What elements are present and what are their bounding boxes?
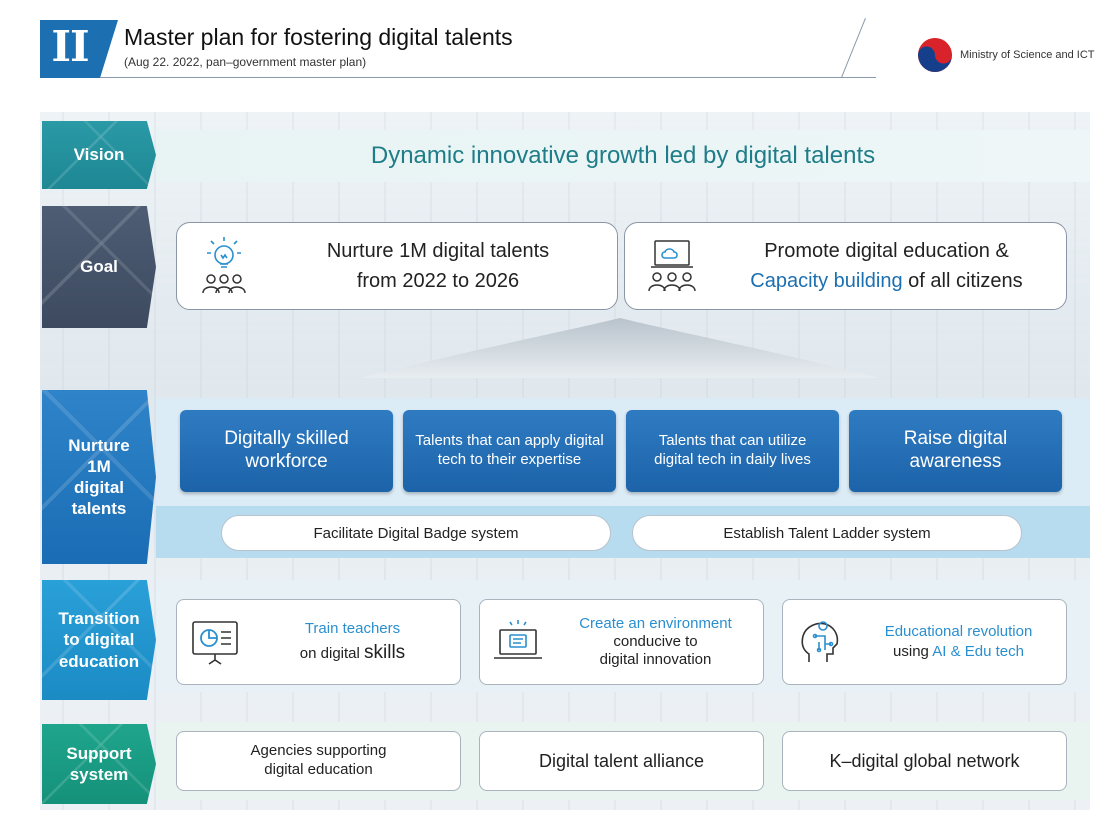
ai-brain-icon [801,621,839,662]
pill-digital-badge: Facilitate Digital Badge system [221,515,611,551]
label-support-text: Support system [66,743,132,784]
header-divider-slash [841,18,866,78]
label-nurture-text: Nurture 1M digital talents [68,435,130,519]
transition-card-environment: Create an environment conducive to digit… [479,599,764,685]
up-arrow-icon [360,318,880,378]
train-teachers-sub: on digital skills [245,642,460,665]
edutech-sub-text: using [893,643,933,660]
support-agencies-text: Agencies supporting digital education [250,742,387,778]
vision-statement: Dynamic innovative growth led by digital… [370,142,876,169]
goal-education-line2: Capacity building of all citizens [707,266,1066,296]
vision-bar: Dynamic innovative growth led by digital… [156,130,1090,182]
goal-card-education: Promote digital education & Capacity bui… [624,222,1067,310]
goal-education-highlight: Capacity building [750,270,903,292]
page-title: Master plan for fostering digital talent… [124,24,513,50]
environment-line3: digital innovation [599,651,712,668]
page-subtitle: (Aug 22. 2022, pan–government master pla… [124,55,367,69]
environment-title: Create an environment [579,615,732,632]
label-goal: Goal [42,206,156,328]
header-divider [100,77,876,78]
goal-education-line1: Promote digital education & [764,240,1009,262]
train-teachers-skills: skills [364,641,406,663]
ministry-name: Ministry of Science and ICT [960,49,1095,61]
label-nurture: Nurture 1M digital talents [42,390,156,564]
edutech-sub: using AI & Edu tech [851,643,1066,661]
environment-line2: conducive to [613,633,698,650]
support-card-network: K–digital global network [782,731,1067,791]
nurture-box-awareness-text: Raise digital awareness [903,428,1008,472]
nurture-box-daily-lives-text: Talents that can utilize digital tech in… [654,432,811,468]
nurture-box-workforce: Digitally skilled workforce [180,410,393,492]
edutech-ai: AI & Edu tech [932,643,1024,660]
section-number-badge: II [40,20,100,78]
edutech-title: Educational revolution [884,623,1033,640]
nurture-box-expertise-text: Talents that can apply digital tech to t… [415,432,604,468]
ministry-brand: Ministry of Science and ICT [918,38,1095,72]
transition-card-teachers: Train teachers on digital skills [176,599,461,685]
nurture-box-workforce-text: Digitally skilled workforce [224,428,349,472]
goal-card-talents: Nurture 1M digital talents from 2022 to … [176,222,618,310]
pill-digital-badge-text: Facilitate Digital Badge system [313,524,519,542]
ministry-logo-icon [918,38,952,72]
goal-talents-line1: Nurture 1M digital talents [326,240,550,262]
support-network-text: K–digital global network [829,750,1020,771]
label-transition-text: Transition to digital education [58,609,140,671]
support-card-alliance: Digital talent alliance [479,731,764,791]
laptop-chat-icon [494,620,542,659]
label-transition: Transition to digital education [42,580,156,700]
talent-lightbulb-icon [202,237,246,294]
nurture-box-daily-lives: Talents that can utilize digital tech in… [626,410,839,492]
pill-talent-ladder: Establish Talent Ladder system [632,515,1022,551]
train-teachers-title: Train teachers [304,619,401,637]
label-support: Support system [42,724,156,804]
train-teachers-sub-text: on digital [299,644,365,662]
support-card-agencies: Agencies supporting digital education [176,731,461,791]
transition-card-edutech: Educational revolution using AI & Edu te… [782,599,1067,685]
presentation-board-icon [192,621,238,665]
pill-talent-ladder-text: Establish Talent Ladder system [723,524,931,542]
goal-talents-line2: from 2022 to 2026 [356,270,520,292]
label-vision: Vision [42,121,156,189]
nurture-box-expertise: Talents that can apply digital tech to t… [403,410,616,492]
support-alliance-text: Digital talent alliance [538,750,705,771]
badge-tail [100,20,118,78]
section-number: II [51,22,89,71]
cloud-learning-icon [648,240,696,292]
label-goal-text: Goal [80,257,118,277]
goal-education-rest: of all citizens [902,270,1023,292]
label-vision-text: Vision [73,145,125,165]
nurture-box-awareness: Raise digital awareness [849,410,1062,492]
